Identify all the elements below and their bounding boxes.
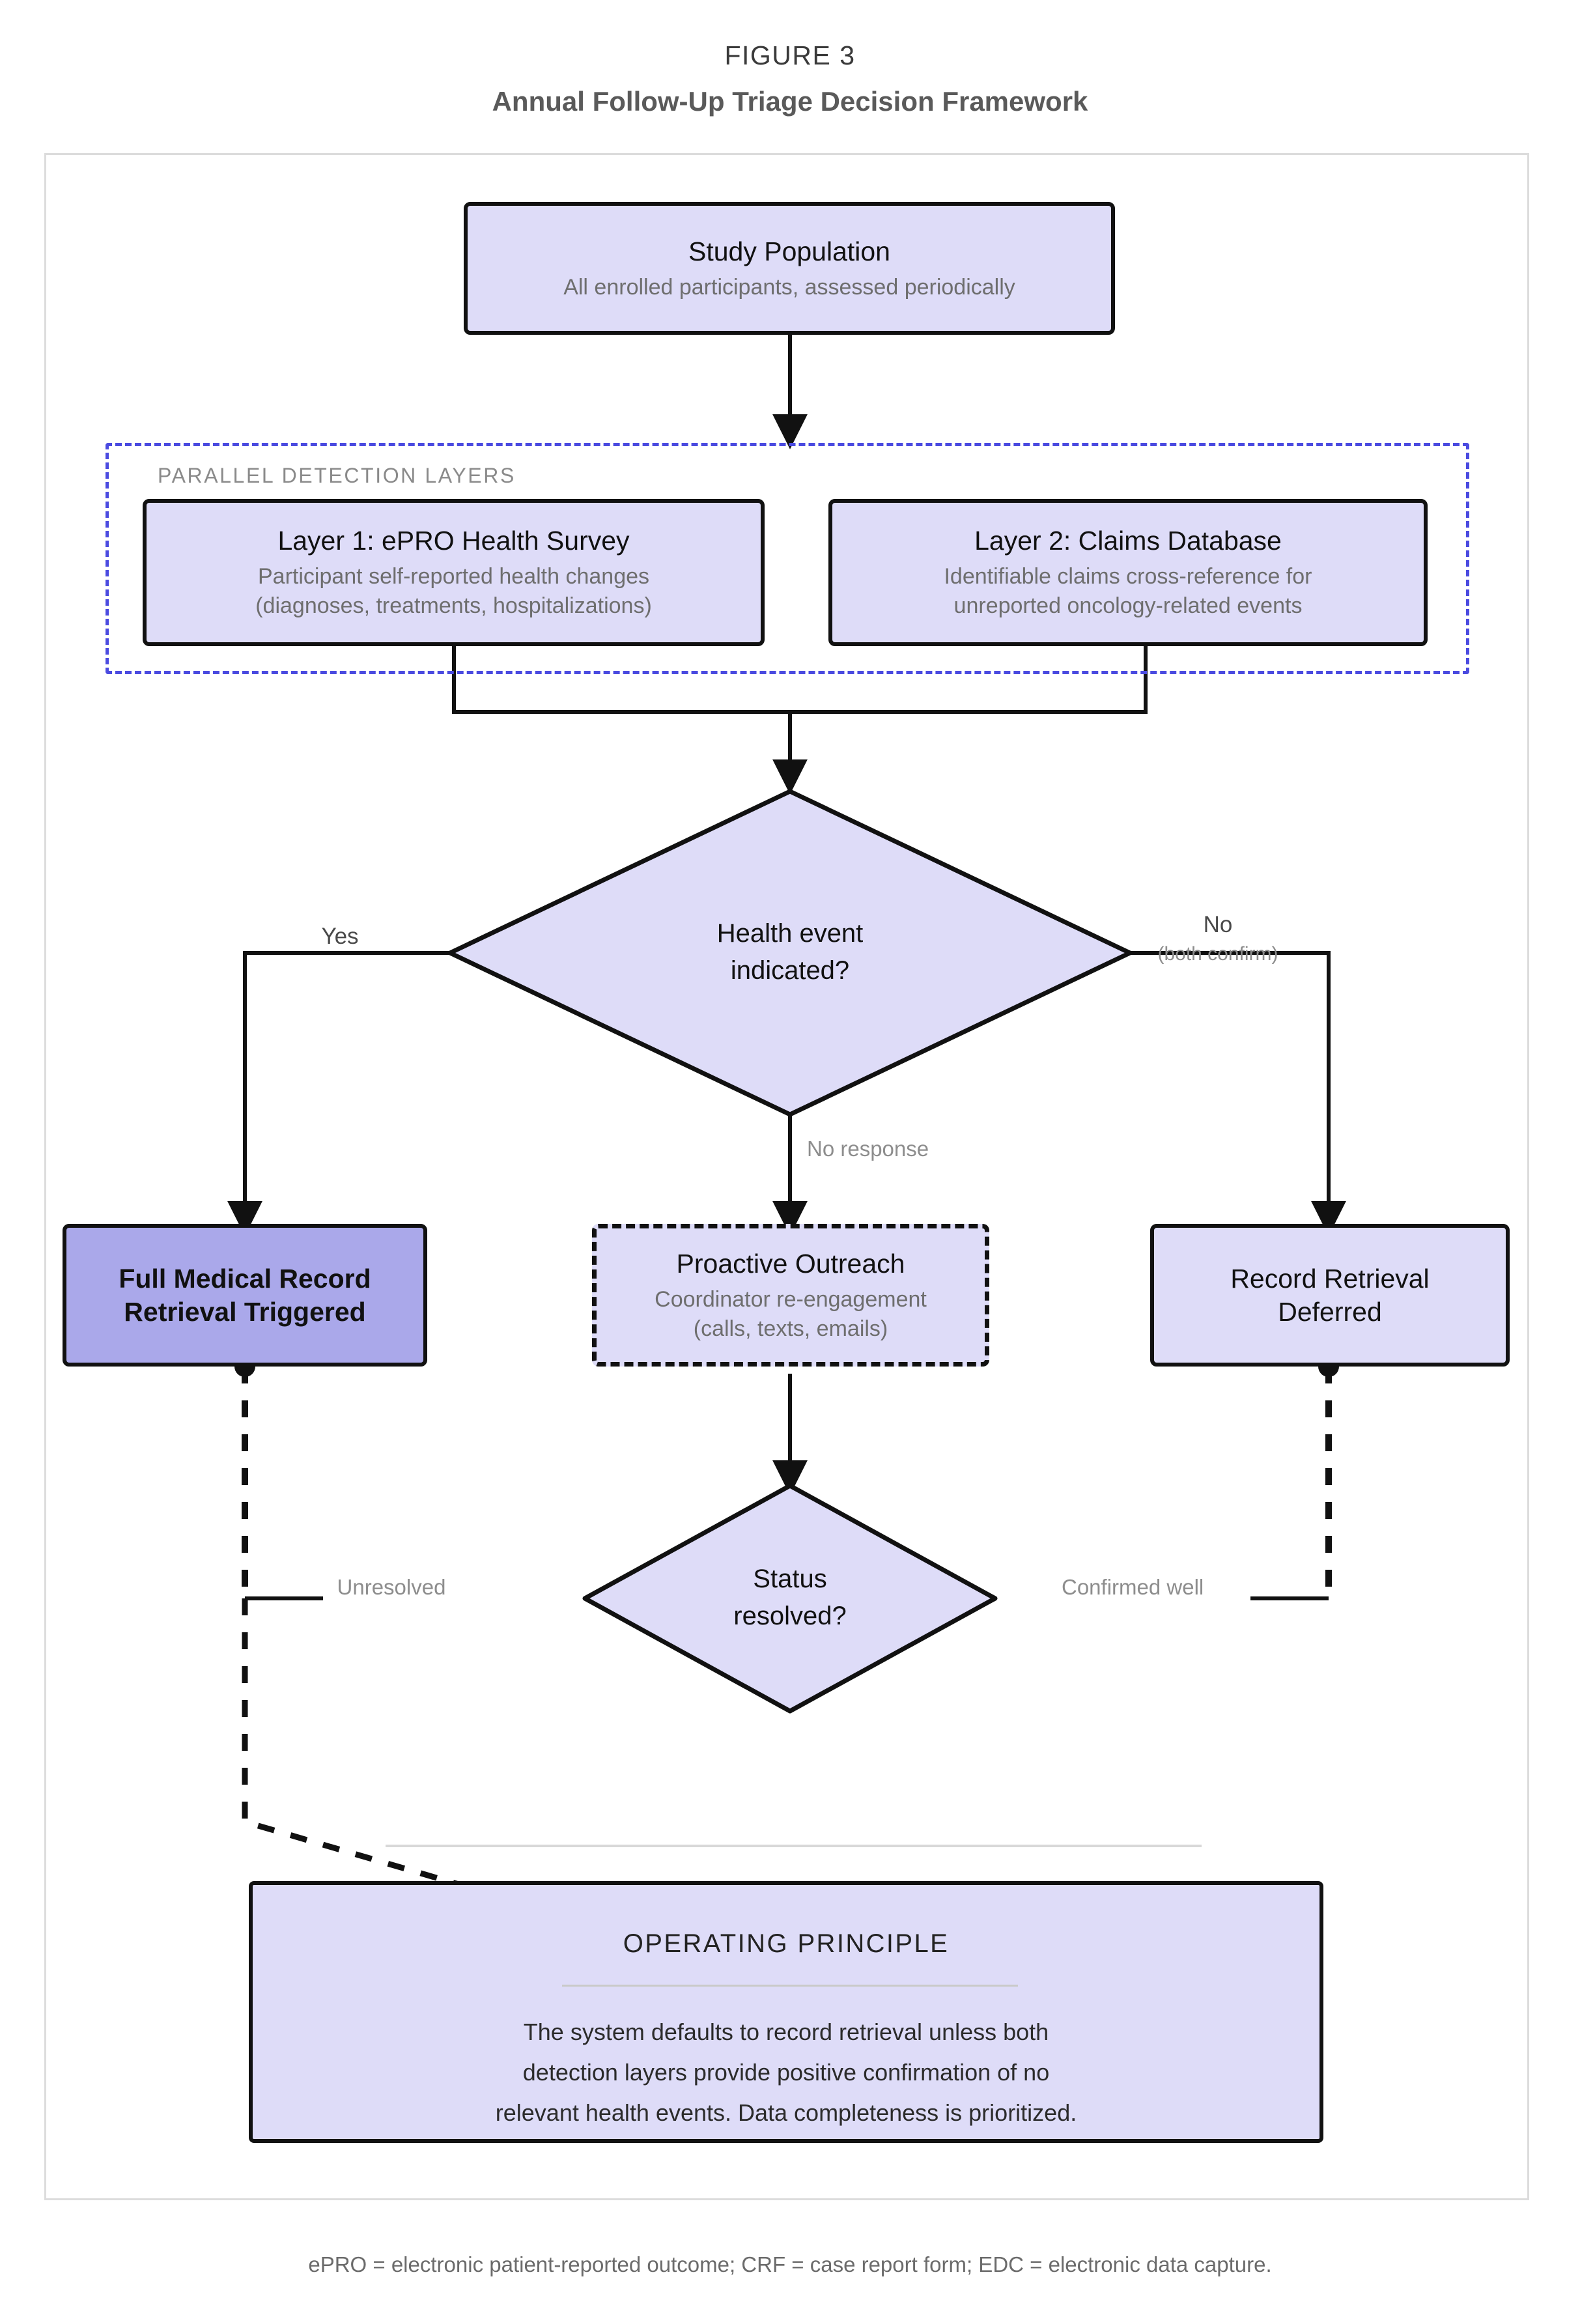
operating-principle-line1: The system defaults to record retrieval …: [523, 2019, 1049, 2045]
node-study-population[interactable]: Study Population All enrolled participan…: [464, 202, 1115, 335]
figure-footnote: ePRO = electronic patient-reported outco…: [308, 2252, 1272, 2276]
full-retrieval-line1: Full Medical Record: [119, 1264, 371, 1294]
edge-label-no-both-confirm: (both confirm): [1157, 943, 1278, 965]
node-full-medical-record-retrieval[interactable]: Full Medical Record Retrieval Triggered: [63, 1224, 427, 1367]
edge-to-operating-principle: [242, 1598, 469, 1890]
decision2-text: Status resolved?: [660, 1561, 920, 1635]
edge-layers-merge: [452, 646, 1148, 714]
figure-frame: [44, 153, 1529, 2200]
operating-principle-body: The system defaults to record retrieval …: [253, 2012, 1319, 2133]
operating-principle-line3: relevant health events. Data completenes…: [495, 2099, 1077, 2126]
layer2-title: Layer 2: Claims Database: [974, 526, 1282, 556]
group-parallel-detection-layers: [106, 443, 1469, 674]
decision1-line2: indicated?: [730, 956, 850, 985]
edge-label-unresolved: Unresolved: [337, 1575, 446, 1599]
figure-number: FIGURE 3: [724, 40, 856, 70]
study-population-title: Study Population: [688, 236, 890, 266]
proactive-outreach-sub-line2: (calls, texts, emails): [693, 1316, 888, 1341]
edge-yes-to-full-retrieval: [227, 951, 450, 1236]
edge-label-yes: Yes: [321, 924, 359, 949]
edge-no-to-deferred: [1130, 951, 1346, 1236]
node-layer2-claims-database[interactable]: Layer 2: Claims Database Identifiable cl…: [828, 499, 1428, 646]
edge-label-no-response: No response: [807, 1137, 929, 1161]
decision1-text: Health event indicated?: [660, 915, 920, 989]
decision-diamond-status-resolved: [582, 1483, 998, 1714]
layer2-sub-line1: Identifiable claims cross-reference for: [944, 564, 1312, 589]
operating-principle-heading: OPERATING PRINCIPLE: [623, 1929, 950, 1958]
retrieval-deferred-line2: Deferred: [1278, 1296, 1382, 1327]
operating-principle-rule: [562, 1985, 1018, 1987]
layer1-title: Layer 1: ePRO Health Survey: [277, 526, 630, 556]
group-label-parallel-detection: PARALLEL DETECTION LAYERS: [158, 464, 516, 487]
edge-label-confirmed-well: Confirmed well: [1062, 1575, 1204, 1599]
proactive-outreach-sub-line1: Coordinator re-engagement: [655, 1286, 927, 1312]
full-retrieval-line2: Retrieval Triggered: [124, 1296, 366, 1327]
figure-title: Annual Follow-Up Triage Decision Framewo…: [492, 86, 1088, 117]
decision2-line1: Status: [753, 1565, 827, 1593]
decision1-line1: Health event: [716, 919, 864, 948]
study-population-subtitle: All enrolled participants, assessed peri…: [563, 274, 1015, 300]
decision2-line2: resolved?: [733, 1601, 847, 1630]
layer1-sub-line2: (diagnoses, treatments, hospitalizations…: [255, 593, 652, 618]
layer1-sub-line1: Participant self-reported health changes: [257, 564, 650, 589]
proactive-outreach-title: Proactive Outreach: [676, 1248, 905, 1279]
edge-label-no: No: [1203, 912, 1233, 937]
node-proactive-outreach[interactable]: Proactive Outreach Coordinator re-engage…: [592, 1224, 989, 1367]
operating-principle-line2: detection layers provide positive confir…: [522, 2058, 1050, 2086]
node-layer1-epro-survey[interactable]: Layer 1: ePRO Health Survey Participant …: [143, 499, 765, 646]
retrieval-deferred-line1: Record Retrieval: [1230, 1264, 1430, 1294]
layer2-sub-line2: unreported oncology-related events: [953, 593, 1303, 618]
node-operating-principle[interactable]: OPERATING PRINCIPLE The system defaults …: [249, 1881, 1323, 2143]
node-record-retrieval-deferred[interactable]: Record Retrieval Deferred: [1150, 1224, 1510, 1367]
